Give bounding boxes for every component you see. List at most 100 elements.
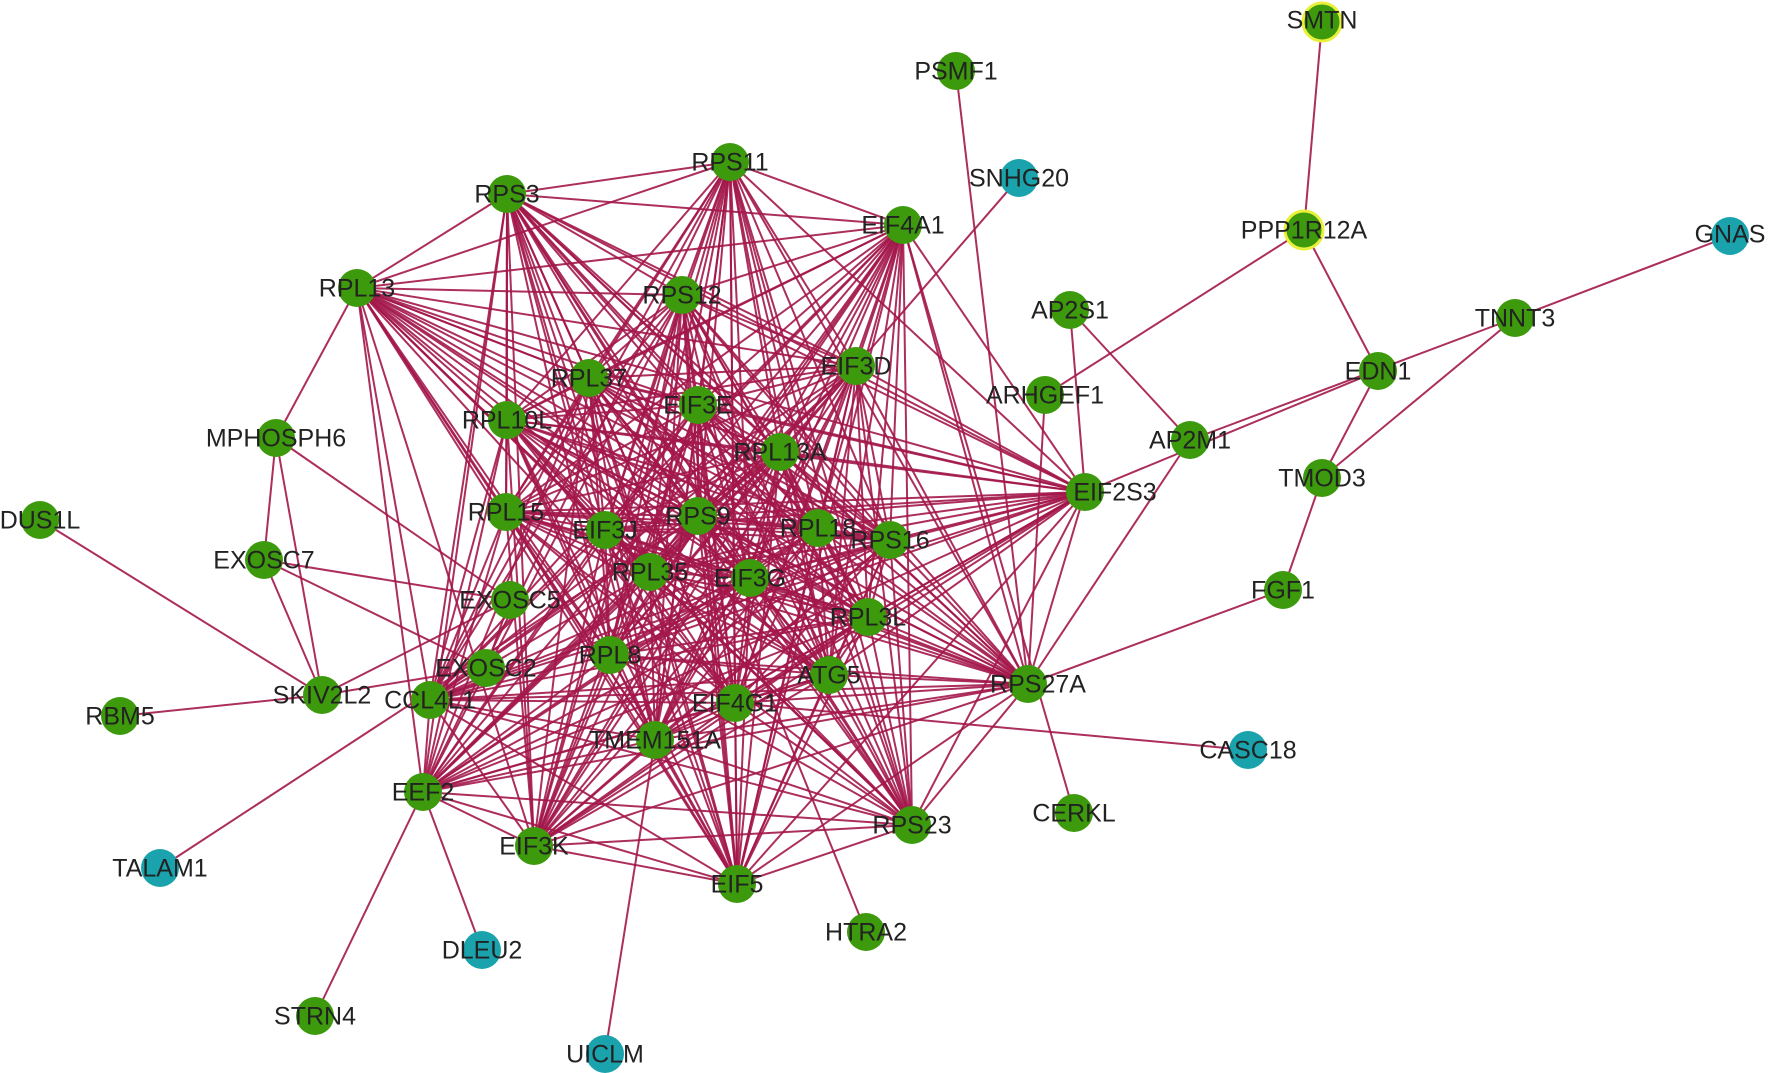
node-atg5[interactable]: ATG5	[797, 656, 861, 694]
node-rps23[interactable]: RPS23	[872, 806, 952, 844]
node-rps3[interactable]: RPS3	[474, 175, 540, 213]
node-tmod3[interactable]: TMOD3	[1278, 459, 1366, 497]
node-circle-eif3k[interactable]	[515, 827, 553, 865]
node-strn4[interactable]: STRN4	[274, 997, 356, 1035]
node-rpl3l[interactable]: RPL3L	[830, 598, 907, 636]
node-circle-mphosph6[interactable]	[257, 419, 295, 457]
node-tnnt3[interactable]: TNNT3	[1475, 299, 1556, 337]
node-circle-eif3d[interactable]	[837, 347, 875, 385]
node-rpl37[interactable]: RPL37	[551, 359, 627, 397]
node-circle-uiclm[interactable]	[586, 1035, 624, 1073]
node-circle-rps27a[interactable]	[1009, 665, 1047, 703]
node-circle-eif2s3[interactable]	[1066, 473, 1104, 511]
node-rpl8[interactable]: RPL8	[579, 636, 642, 674]
node-circle-tmod3[interactable]	[1303, 459, 1341, 497]
node-eif3e[interactable]: EIF3E	[663, 386, 733, 424]
node-exosc5[interactable]: EXOSC5	[459, 581, 561, 619]
node-circle-rpl35[interactable]	[631, 553, 669, 591]
node-rpl18[interactable]: RPL18	[780, 509, 856, 547]
node-circle-rpl37[interactable]	[570, 359, 608, 397]
node-circle-exosc7[interactable]	[245, 541, 283, 579]
node-rps12[interactable]: RPS12	[642, 276, 722, 314]
node-circle-dleu2[interactable]	[463, 931, 501, 969]
node-eif3d[interactable]: EIF3D	[821, 347, 892, 385]
node-edn1[interactable]: EDN1	[1345, 352, 1412, 390]
node-snhg20[interactable]: SNHG20	[969, 159, 1069, 197]
node-circle-exosc2[interactable]	[467, 649, 505, 687]
node-rpl15[interactable]: RPL15	[468, 493, 544, 531]
node-eef2[interactable]: EEF2	[392, 773, 455, 811]
node-circle-rps16[interactable]	[871, 521, 909, 559]
node-circle-eif3e[interactable]	[679, 386, 717, 424]
node-circle-atg5[interactable]	[810, 656, 848, 694]
node-smtn[interactable]: SMTN	[1287, 1, 1358, 43]
node-eif3k[interactable]: EIF3K	[499, 827, 569, 865]
node-eif4g1[interactable]: EIF4G1	[692, 684, 778, 722]
node-circle-fgf1[interactable]	[1264, 571, 1302, 609]
node-exosc7[interactable]: EXOSC7	[213, 541, 315, 579]
node-circle-casc18[interactable]	[1229, 731, 1267, 769]
node-eif3j[interactable]: EIF3J	[572, 511, 638, 549]
node-eif2s3[interactable]: EIF2S3	[1066, 473, 1157, 511]
node-circle-rpl13a[interactable]	[761, 433, 799, 471]
node-circle-edn1[interactable]	[1359, 352, 1397, 390]
node-tmem151a[interactable]: TMEM151A	[589, 721, 721, 759]
node-rpl35[interactable]: RPL35	[612, 553, 688, 591]
node-cerkl[interactable]: CERKL	[1032, 794, 1116, 832]
node-rps27a[interactable]: RPS27A	[990, 665, 1086, 703]
node-arhgef1[interactable]: ARHGEF1	[986, 376, 1104, 414]
node-casc18[interactable]: CASC18	[1199, 731, 1297, 769]
node-circle-rpl8[interactable]	[591, 636, 629, 674]
node-mphosph6[interactable]: MPHOSPH6	[206, 419, 346, 457]
node-circle-eif3j[interactable]	[586, 511, 624, 549]
node-circle-arhgef1[interactable]	[1026, 376, 1064, 414]
node-circle-eif5[interactable]	[718, 865, 756, 903]
node-eif3g[interactable]: EIF3G	[714, 559, 786, 597]
node-rps16[interactable]: RPS16	[850, 521, 930, 559]
node-talam1[interactable]: TALAM1	[112, 849, 208, 887]
node-circle-smtn[interactable]	[1301, 1, 1343, 43]
node-circle-strn4[interactable]	[296, 997, 334, 1035]
node-rpl10l[interactable]: RPL10L	[462, 401, 552, 439]
node-exosc2[interactable]: EXOSC2	[435, 649, 537, 687]
node-circle-ap2s1[interactable]	[1051, 291, 1089, 329]
node-circle-tnnt3[interactable]	[1496, 299, 1534, 337]
node-rps11[interactable]: RPS11	[691, 143, 769, 181]
node-circle-rpl15[interactable]	[487, 493, 525, 531]
node-circle-rps12[interactable]	[663, 276, 701, 314]
node-eif5[interactable]: EIF5	[711, 865, 764, 903]
node-circle-rpl3l[interactable]	[849, 598, 887, 636]
node-circle-rps23[interactable]	[893, 806, 931, 844]
node-rpl13[interactable]: RPL13	[319, 269, 395, 307]
node-circle-rpl18[interactable]	[799, 509, 837, 547]
node-htra2[interactable]: HTRA2	[825, 913, 907, 951]
node-ppp1r12a[interactable]: PPP1R12A	[1241, 209, 1368, 251]
node-psmf1[interactable]: PSMF1	[914, 52, 998, 90]
node-circle-htra2[interactable]	[847, 913, 885, 951]
node-circle-eif3g[interactable]	[731, 559, 769, 597]
node-circle-rpl13[interactable]	[338, 269, 376, 307]
node-ap2m1[interactable]: AP2M1	[1149, 421, 1231, 459]
node-circle-ap2m1[interactable]	[1171, 421, 1209, 459]
node-dleu2[interactable]: DLEU2	[442, 931, 523, 969]
node-ap2s1[interactable]: AP2S1	[1031, 291, 1109, 329]
node-circle-rps11[interactable]	[711, 143, 749, 181]
node-rps9[interactable]: RPS9	[665, 497, 731, 535]
node-circle-ppp1r12a[interactable]	[1283, 209, 1325, 251]
node-rpl13a[interactable]: RPL13A	[733, 433, 827, 471]
node-circle-rbm5[interactable]	[101, 697, 139, 735]
node-circle-skiv2l2[interactable]	[303, 676, 341, 714]
node-circle-cerkl[interactable]	[1055, 794, 1093, 832]
node-circle-rpl10l[interactable]	[488, 401, 526, 439]
node-circle-rps9[interactable]	[679, 497, 717, 535]
node-circle-snhg20[interactable]	[1000, 159, 1038, 197]
node-circle-psmf1[interactable]	[937, 52, 975, 90]
node-ccl4l1[interactable]: CCL4L1	[384, 681, 476, 719]
node-circle-gnas[interactable]	[1711, 217, 1749, 255]
node-gnas[interactable]: GNAS	[1695, 217, 1766, 255]
node-fgf1[interactable]: FGF1	[1251, 571, 1315, 609]
node-circle-eif4g1[interactable]	[716, 684, 754, 722]
node-skiv2l2[interactable]: SKIV2L2	[273, 676, 372, 714]
node-circle-ccl4l1[interactable]	[411, 681, 449, 719]
node-circle-rps3[interactable]	[488, 175, 526, 213]
